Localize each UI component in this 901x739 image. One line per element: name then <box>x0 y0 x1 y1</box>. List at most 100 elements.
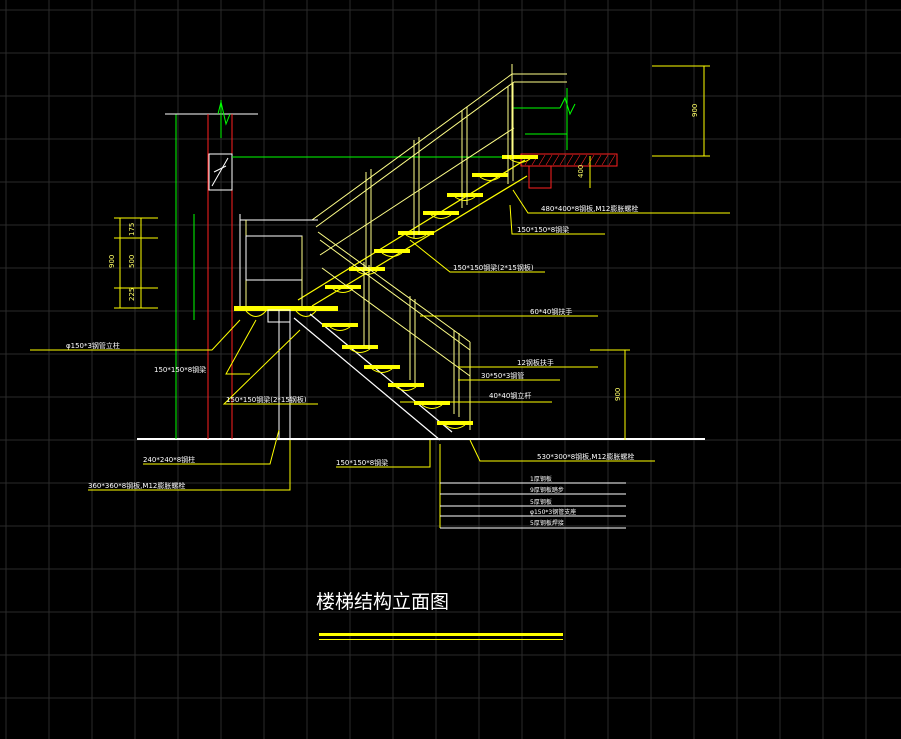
slab-hatch <box>545 154 553 166</box>
slab-hatch <box>580 154 588 166</box>
callout-col-240: 240*240*8钢柱 <box>143 455 195 464</box>
lower-midrail <box>321 267 471 377</box>
break-symbol-right <box>559 96 576 116</box>
mid-bracket-b <box>295 310 317 317</box>
lower-tread-bracket <box>329 326 351 331</box>
slab-hatch <box>559 154 567 166</box>
upper-tread <box>398 231 434 235</box>
callout-col-base: 360*360*8钢板,M12膨胀螺栓 <box>88 481 185 490</box>
upper-stringer-bottom <box>311 175 528 307</box>
lower-tread-bracket <box>444 424 466 429</box>
upper-tread <box>374 249 410 253</box>
slab-hatch <box>573 154 581 166</box>
slab-hatch <box>601 154 609 166</box>
top-slab <box>520 153 618 167</box>
lower-tread <box>388 383 424 387</box>
top-beam-section <box>528 165 552 189</box>
callout-handrail: 60*40钢扶手 <box>530 307 572 316</box>
lower-tread <box>342 345 378 349</box>
slab-hatch <box>608 154 616 166</box>
column-hatch <box>211 157 229 187</box>
lower-tread-bracket <box>395 386 417 391</box>
lower-stringer-top <box>293 317 441 441</box>
drawing-title: 楼梯结构立面图 <box>316 591 449 613</box>
leader-beam-top <box>509 204 605 235</box>
callout-left-stringer: 150*150钢梁(2*15钢板) <box>226 395 307 404</box>
mid-landing-panel <box>245 235 303 281</box>
callout-left-tube: φ150*3钢管立柱 <box>66 341 120 350</box>
dim-left-500: 500 <box>128 255 136 268</box>
mid-bracket-a <box>245 310 267 317</box>
legend-item-1: 1厚钢板 <box>530 475 552 483</box>
leader-col-base <box>88 440 291 491</box>
slab-hatch <box>538 154 546 166</box>
lower-tread <box>364 365 400 369</box>
callout-rail-12: 12钢板扶手 <box>517 358 554 367</box>
column-section-box <box>208 153 233 191</box>
lower-tread <box>437 421 473 425</box>
title-underline-thick <box>319 633 563 636</box>
lower-handrail-b <box>319 239 471 351</box>
column-hatch-2 <box>213 165 227 173</box>
callout-stringer-upper: 150*150钢梁(2*15钢板) <box>453 263 534 272</box>
title-underline-thin <box>319 639 563 640</box>
callout-rail-40: 40*40钢立杆 <box>489 391 531 400</box>
dim-left-total: 900 <box>108 255 116 268</box>
leader-left-tube <box>30 319 241 351</box>
upper-tread <box>325 285 361 289</box>
upper-tread-bracket <box>381 252 403 257</box>
leader-base-plate <box>469 439 655 462</box>
lower-tread-bracket <box>371 368 393 373</box>
legend-item-2: 9厚钢板踏步 <box>530 486 564 494</box>
leader-top-plate <box>512 189 730 214</box>
leader-col-240 <box>143 429 280 465</box>
upper-tread-bracket <box>509 158 531 163</box>
leader-left-stringer <box>222 329 318 405</box>
callout-beam-top: 150*150*8钢梁 <box>517 225 569 234</box>
lower-tread <box>414 401 450 405</box>
lower-tread-bracket <box>421 404 443 409</box>
slab-hatch <box>587 154 595 166</box>
upper-tread-bracket <box>454 196 476 201</box>
callout-base-plate: 530*300*8钢板,M12膨胀螺栓 <box>537 452 634 461</box>
dim-right-top: 900 <box>691 104 699 117</box>
callout-top-plate: 480*400*8钢板,M12膨胀螺栓 <box>541 204 638 213</box>
stair-structure <box>30 64 730 529</box>
callout-bottom-beam: 150*150*8钢梁 <box>336 458 388 467</box>
mid-landing-plate <box>234 306 338 311</box>
leader-bottom-beam <box>336 440 431 468</box>
upper-tread <box>349 267 385 271</box>
slab-hatch <box>552 154 560 166</box>
upper-handrail-b <box>315 81 515 228</box>
upper-stringer-top <box>297 159 526 301</box>
upper-tread <box>423 211 459 215</box>
dim-right-bottom: 900 <box>614 388 622 401</box>
lower-tread <box>322 323 358 327</box>
upper-handrail-a <box>311 73 513 221</box>
lower-stringer-bottom <box>309 313 453 433</box>
dim-left-175: 175 <box>128 223 136 236</box>
slab-hatch <box>594 154 602 166</box>
upper-tread-bracket <box>430 214 452 219</box>
upper-tread <box>472 173 508 177</box>
legend-item-5: 5厚钢板焊接 <box>530 519 564 527</box>
legend-item-4: φ150*3钢管支座 <box>530 508 576 516</box>
dim-left-225: 225 <box>128 288 136 301</box>
break-symbol-left <box>217 101 231 126</box>
upper-tread-bracket <box>405 234 427 239</box>
upper-midrail <box>319 127 515 256</box>
upper-tread-bracket <box>332 288 354 293</box>
dim-right-landing: 400 <box>577 165 585 178</box>
upper-tread <box>502 155 538 159</box>
callout-rail-30: 30*50*3钢管 <box>481 371 524 380</box>
callout-left-beam: 150*150*8钢梁 <box>154 365 206 374</box>
upper-tread-bracket <box>479 176 501 181</box>
lower-handrail-a <box>317 231 471 343</box>
leader-stringer-upper <box>409 239 545 273</box>
lower-tread-bracket <box>349 348 371 353</box>
leader-left-beam <box>225 319 257 375</box>
slab-hatch <box>566 154 574 166</box>
legend-item-3: 5厚钢板 <box>530 498 552 506</box>
